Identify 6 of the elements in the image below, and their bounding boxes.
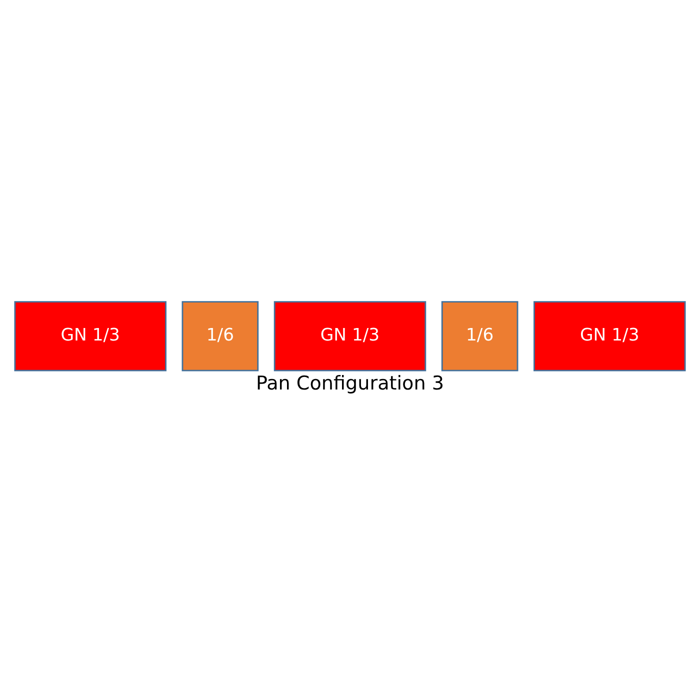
node-box: GN 1/3	[14, 300, 166, 371]
node-box: GN 1/3	[534, 300, 686, 371]
node-box: 1/6	[182, 300, 259, 371]
node-box: GN 1/3	[274, 300, 426, 371]
node-box: 1/6	[441, 300, 518, 371]
caption: Pan Configuration 3	[256, 371, 444, 394]
